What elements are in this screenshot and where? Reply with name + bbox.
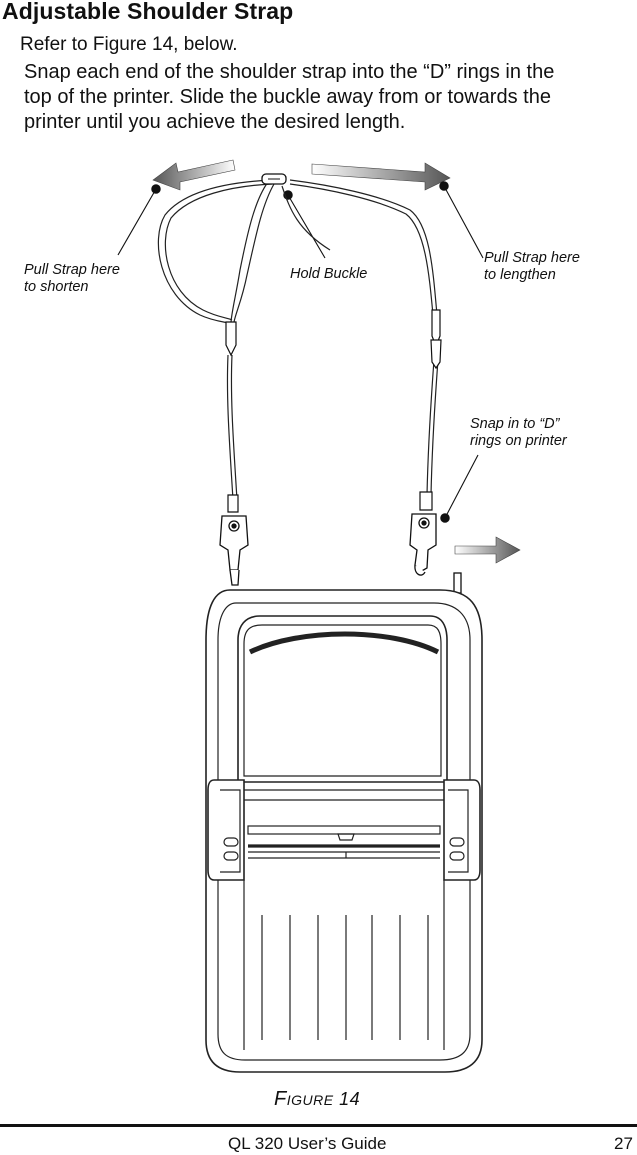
callout-line: to lengthen <box>484 267 556 283</box>
figure-reference: Refer to Figure 14, below. <box>20 34 238 55</box>
paragraph-line: printer until you achieve the desired le… <box>24 111 406 133</box>
snap-hook-icon <box>219 513 462 594</box>
callout-line: to shorten <box>24 279 89 295</box>
snap-hook-icon <box>225 309 442 513</box>
instruction-paragraph: Snap each end of the shoulder strap into… <box>24 60 624 135</box>
paragraph-line: top of the printer. Slide the buckle awa… <box>24 86 551 108</box>
figure-caption: Figure 14 <box>274 1088 360 1111</box>
arrow-right-icon <box>311 162 451 191</box>
callout-line: Snap in to “D” <box>470 416 560 432</box>
shoulder-strap-figure <box>117 159 521 1073</box>
callout-line: Pull Strap here <box>484 250 580 266</box>
leader-dot-icon <box>440 513 450 523</box>
leader-dot-icon <box>151 184 161 194</box>
buckle-icon <box>261 173 287 185</box>
caption-number: 14 <box>339 1089 361 1109</box>
caption-small: igure <box>286 1092 334 1108</box>
callout-line: Pull Strap here <box>24 262 120 278</box>
leader-lines <box>117 181 484 523</box>
callout-line: Hold Buckle <box>290 266 368 282</box>
callout-lengthen: Pull Strap here to lengthen <box>484 250 580 284</box>
arrow-right-icon <box>454 536 521 564</box>
callout-shorten: Pull Strap here to shorten <box>24 262 120 296</box>
printer-illustration <box>205 589 483 1073</box>
callout-buckle: Hold Buckle <box>290 266 367 283</box>
page-heading: Adjustable Shoulder Strap <box>2 0 294 24</box>
page-number: 27 <box>614 1134 633 1153</box>
footer-title: QL 320 User’s Guide <box>228 1134 387 1153</box>
caption-prefix: F <box>274 1088 287 1110</box>
callout-line: rings on printer <box>470 433 567 449</box>
callout-snap: Snap in to “D” rings on printer <box>470 416 567 450</box>
arrow-left-icon <box>152 159 236 191</box>
leader-dot-icon <box>439 181 449 191</box>
paragraph-line: Snap each end of the shoulder strap into… <box>24 61 555 83</box>
shoulder-strap <box>157 179 439 501</box>
footer-divider <box>0 1124 637 1127</box>
